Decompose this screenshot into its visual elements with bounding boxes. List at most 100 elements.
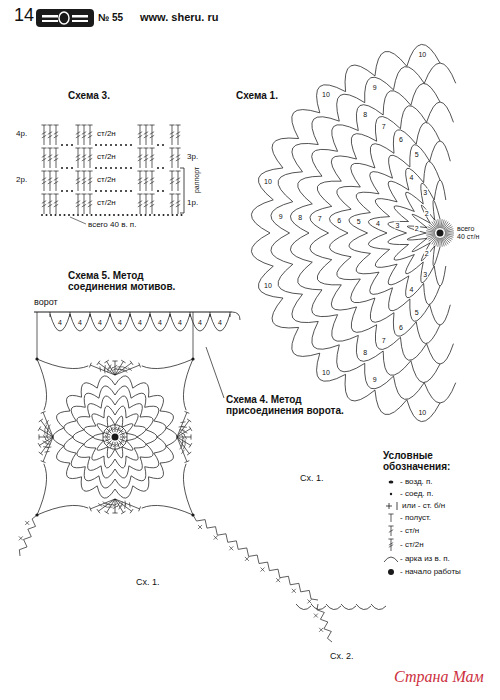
stitch-slash — [109, 365, 111, 370]
stitch-post — [43, 412, 53, 437]
chain-arch — [115, 396, 129, 408]
stitch-slash — [107, 442, 112, 443]
chain-arch — [375, 325, 400, 350]
stitch-slash — [144, 204, 148, 207]
stitch-slash — [113, 506, 117, 509]
chain-arch — [421, 205, 434, 223]
chain-arch — [57, 446, 70, 463]
scheme-3-chart — [41, 125, 184, 224]
chain-arch — [97, 441, 108, 451]
chain-arch — [64, 437, 76, 453]
stitch-slash — [138, 155, 142, 158]
chain-arch — [84, 426, 96, 437]
watermark: Страна Мам — [394, 668, 484, 686]
stitch-top — [139, 363, 141, 368]
stitch-top — [121, 360, 125, 363]
chain-arch — [148, 463, 163, 479]
double-treble-stitch — [81, 148, 86, 168]
chain-arch — [258, 266, 283, 298]
chain-stitch — [136, 214, 138, 216]
double-crochet-stitch — [105, 441, 112, 448]
start-dot — [437, 230, 444, 237]
chain-arch — [107, 447, 115, 458]
double-treble-stitch — [41, 411, 53, 437]
stitch-top — [47, 125, 52, 126]
row-label: 2р. — [16, 175, 27, 184]
row-number: 3 — [422, 189, 428, 196]
stitch-slash — [184, 435, 187, 439]
stitch-slash — [180, 432, 185, 434]
stitch-post — [178, 148, 179, 168]
chain-arch — [101, 396, 115, 408]
stitch-post — [78, 171, 79, 191]
chain-arch — [349, 233, 371, 253]
stitch-slash — [47, 425, 50, 429]
stitch-slash — [54, 158, 58, 161]
leader-line — [206, 347, 224, 398]
stitch-slash — [76, 132, 80, 135]
stitch-slash — [122, 438, 124, 443]
stitch-slash — [44, 429, 45, 434]
double-treble-stitch — [149, 148, 154, 168]
stitch-top — [87, 125, 92, 126]
chain-arch — [393, 130, 416, 154]
chain-zigzag — [19, 515, 37, 556]
double-crochet-stitch — [428, 235, 436, 239]
chain-stitch — [110, 167, 112, 169]
double-treble-stitch — [81, 171, 86, 191]
stitch-top — [41, 194, 46, 195]
stitch-slash — [45, 451, 50, 453]
issue-number: № 55 — [98, 12, 123, 23]
stitch-slash — [88, 204, 92, 207]
stitch-post — [90, 194, 91, 214]
double-crochet-stitch — [445, 231, 454, 232]
stitch-post — [44, 171, 45, 191]
double-treble-stitch — [169, 148, 174, 168]
stitch-slash — [76, 204, 80, 207]
stitch-top — [388, 539, 393, 540]
stitch-slash — [54, 181, 58, 184]
chain-stitch — [100, 167, 102, 169]
chain-arch — [424, 161, 440, 182]
stitch-post — [115, 365, 140, 375]
chain-arch — [389, 155, 410, 178]
stitch-slash — [176, 155, 180, 158]
chain-count: 4 — [217, 319, 223, 326]
stitch-top — [143, 171, 148, 172]
page-number: 14 — [14, 6, 34, 26]
stitch-top — [184, 411, 189, 413]
stitch-note: ст/2н — [97, 198, 116, 207]
stitch-post — [90, 125, 91, 145]
chain-arch — [126, 433, 137, 440]
row-number: 5 — [356, 218, 362, 225]
stitch-slash — [170, 204, 174, 207]
chain-arch — [140, 444, 153, 457]
chain-stitch — [162, 190, 164, 192]
stitch-top — [137, 148, 142, 149]
chain-arch — [115, 406, 126, 418]
chain-arch — [411, 83, 440, 105]
chain-arch — [131, 467, 146, 481]
stitch-top — [75, 171, 80, 172]
double-treble-stitch — [75, 194, 80, 214]
chain-arch — [298, 262, 322, 290]
stitch-top — [89, 363, 91, 368]
double-treble-stitch — [81, 125, 86, 145]
legend-symbols — [384, 481, 398, 576]
single-crochet-mark — [245, 557, 249, 561]
single-crochet-mark — [261, 568, 265, 572]
chain-arch — [104, 406, 115, 418]
stitch-post — [172, 148, 173, 168]
chain-stitch — [64, 214, 66, 216]
stitch-post — [44, 148, 45, 168]
chain-stitch — [130, 144, 132, 146]
stitch-slash — [104, 365, 106, 370]
chain-stitch — [61, 144, 63, 146]
stitch-post — [90, 171, 91, 191]
stitch-slash — [45, 425, 47, 430]
stitch-post — [146, 148, 147, 168]
stitch-top — [189, 443, 192, 447]
stitch-slash — [129, 502, 131, 507]
stitch-slash — [82, 155, 86, 158]
stitch-slash — [88, 135, 92, 138]
